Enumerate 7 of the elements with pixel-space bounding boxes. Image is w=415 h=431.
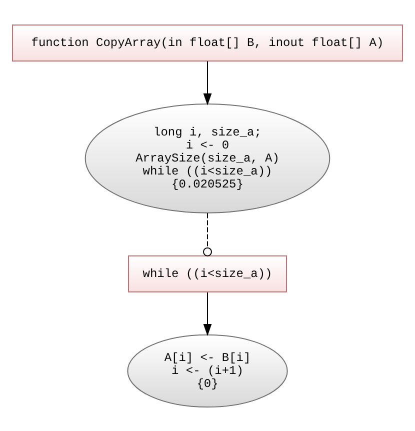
node-box: function CopyArray(in float[] B, inout float[] A) — [12, 24, 403, 61]
connector — [203, 212, 212, 256]
node-ellipse: long i, size_a; i <- 0 ArraySize(size_a, A) while ((i<size_a)) {0.020525} — [84, 103, 330, 213]
node-box: while ((i<size_a)) — [128, 254, 287, 292]
node-ellipse: A[i] <- B[i] i <- (i+1) {0} — [127, 334, 288, 408]
arrow — [203, 291, 212, 336]
arrow — [203, 60, 212, 105]
